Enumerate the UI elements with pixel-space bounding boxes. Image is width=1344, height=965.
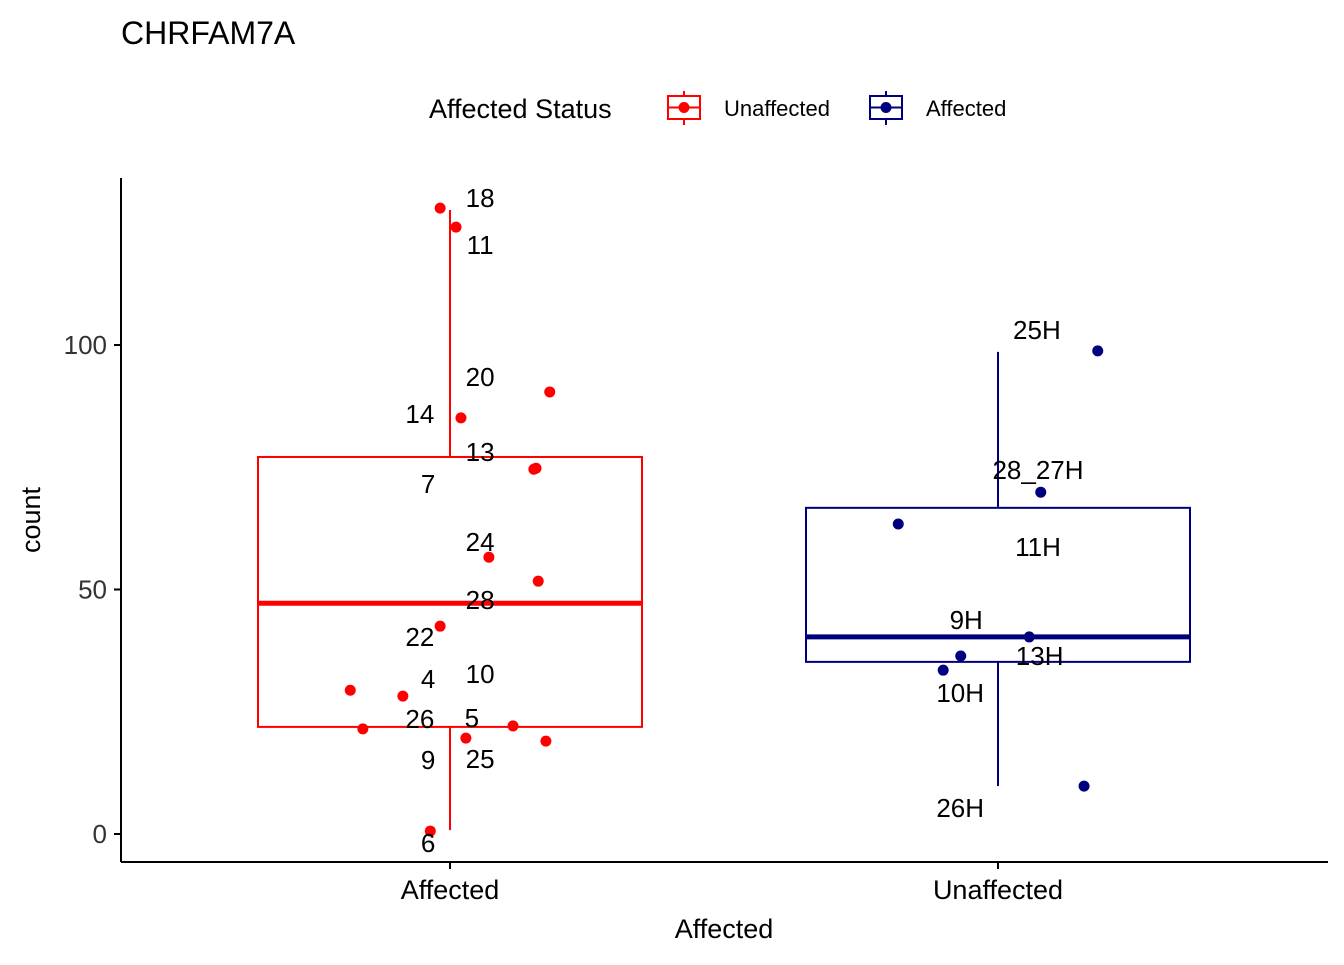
y-tick-label: 100 bbox=[64, 330, 107, 360]
series-affected: 25H 28_27H 11H 9H 13H 10H 26H bbox=[805, 315, 1191, 823]
data-point bbox=[532, 575, 544, 587]
data-point bbox=[955, 650, 967, 662]
data-point bbox=[424, 825, 436, 837]
data-point bbox=[528, 463, 540, 475]
y-axis: 0 50 100 bbox=[64, 178, 122, 862]
data-point bbox=[1092, 345, 1104, 357]
data-point bbox=[937, 664, 949, 676]
x-axis: Affected Unaffected bbox=[121, 861, 1328, 905]
y-axis-title: count bbox=[16, 486, 46, 553]
data-point bbox=[434, 620, 446, 632]
point-label: 9 bbox=[421, 745, 435, 775]
point-label: 25 bbox=[466, 744, 495, 774]
plot-area: 18 11 20 14 13 7 24 28 22 4 10 26 59 25 6 25H 28_27H 11H 9… bbox=[257, 183, 1191, 858]
data-point bbox=[507, 720, 519, 732]
point-label: 4 bbox=[421, 664, 435, 694]
point-label: 18 bbox=[466, 183, 495, 213]
chart-title: CHRFAM7A bbox=[121, 15, 296, 51]
data-point bbox=[344, 684, 356, 696]
data-point bbox=[460, 732, 472, 744]
y-tick-label: 0 bbox=[93, 819, 107, 849]
data-point bbox=[892, 518, 904, 530]
point-label: 10 bbox=[466, 659, 495, 689]
point-label: 26 bbox=[405, 704, 434, 734]
data-point bbox=[1023, 631, 1035, 643]
legend-point bbox=[880, 102, 892, 113]
x-tick-label: Affected bbox=[401, 875, 500, 905]
legend-key-affected bbox=[869, 91, 903, 125]
data-point bbox=[1078, 780, 1090, 792]
point-label: 7 bbox=[421, 469, 435, 499]
data-point bbox=[397, 690, 409, 702]
legend-key-unaffected bbox=[667, 91, 701, 125]
point-label: 13 bbox=[466, 437, 495, 467]
data-point bbox=[1035, 486, 1047, 498]
legend-point bbox=[678, 102, 690, 113]
point-label: 9H bbox=[950, 605, 983, 635]
legend-label-unaffected: Unaffected bbox=[724, 96, 830, 121]
point-label: 22 bbox=[405, 622, 434, 652]
data-point bbox=[483, 551, 495, 563]
data-point bbox=[357, 723, 369, 735]
legend-title: Affected Status bbox=[429, 94, 612, 124]
box bbox=[805, 506, 1191, 663]
point-label: 25H bbox=[1013, 315, 1061, 345]
point-label: 11 bbox=[467, 230, 494, 260]
point-label: 11H bbox=[1015, 532, 1061, 562]
box bbox=[257, 455, 643, 728]
point-label: 10H bbox=[936, 678, 984, 708]
y-tick-label: 50 bbox=[78, 575, 107, 605]
data-point bbox=[434, 202, 446, 214]
point-label: 20 bbox=[466, 362, 495, 392]
series-unaffected: 18 11 20 14 13 7 24 28 22 4 10 26 59 25 6 bbox=[257, 183, 643, 858]
legend-label-affected: Affected bbox=[926, 96, 1006, 121]
point-label: 5 bbox=[465, 703, 479, 733]
data-point bbox=[455, 412, 467, 424]
point-label: 13H bbox=[1016, 641, 1064, 671]
point-label: 14 bbox=[405, 399, 434, 429]
point-label: 6 bbox=[421, 828, 435, 858]
data-point bbox=[540, 735, 552, 747]
point-label: 26H bbox=[936, 793, 984, 823]
x-axis-title: Affected bbox=[675, 914, 774, 944]
data-point bbox=[544, 386, 556, 398]
data-point bbox=[450, 221, 462, 233]
x-tick-label: Unaffected bbox=[933, 875, 1063, 905]
legend: Affected Status Unaffected Affected bbox=[429, 91, 1006, 125]
point-label: 28 bbox=[466, 585, 495, 615]
point-label: 28_27H bbox=[992, 455, 1083, 485]
point-label: 24 bbox=[466, 527, 495, 557]
